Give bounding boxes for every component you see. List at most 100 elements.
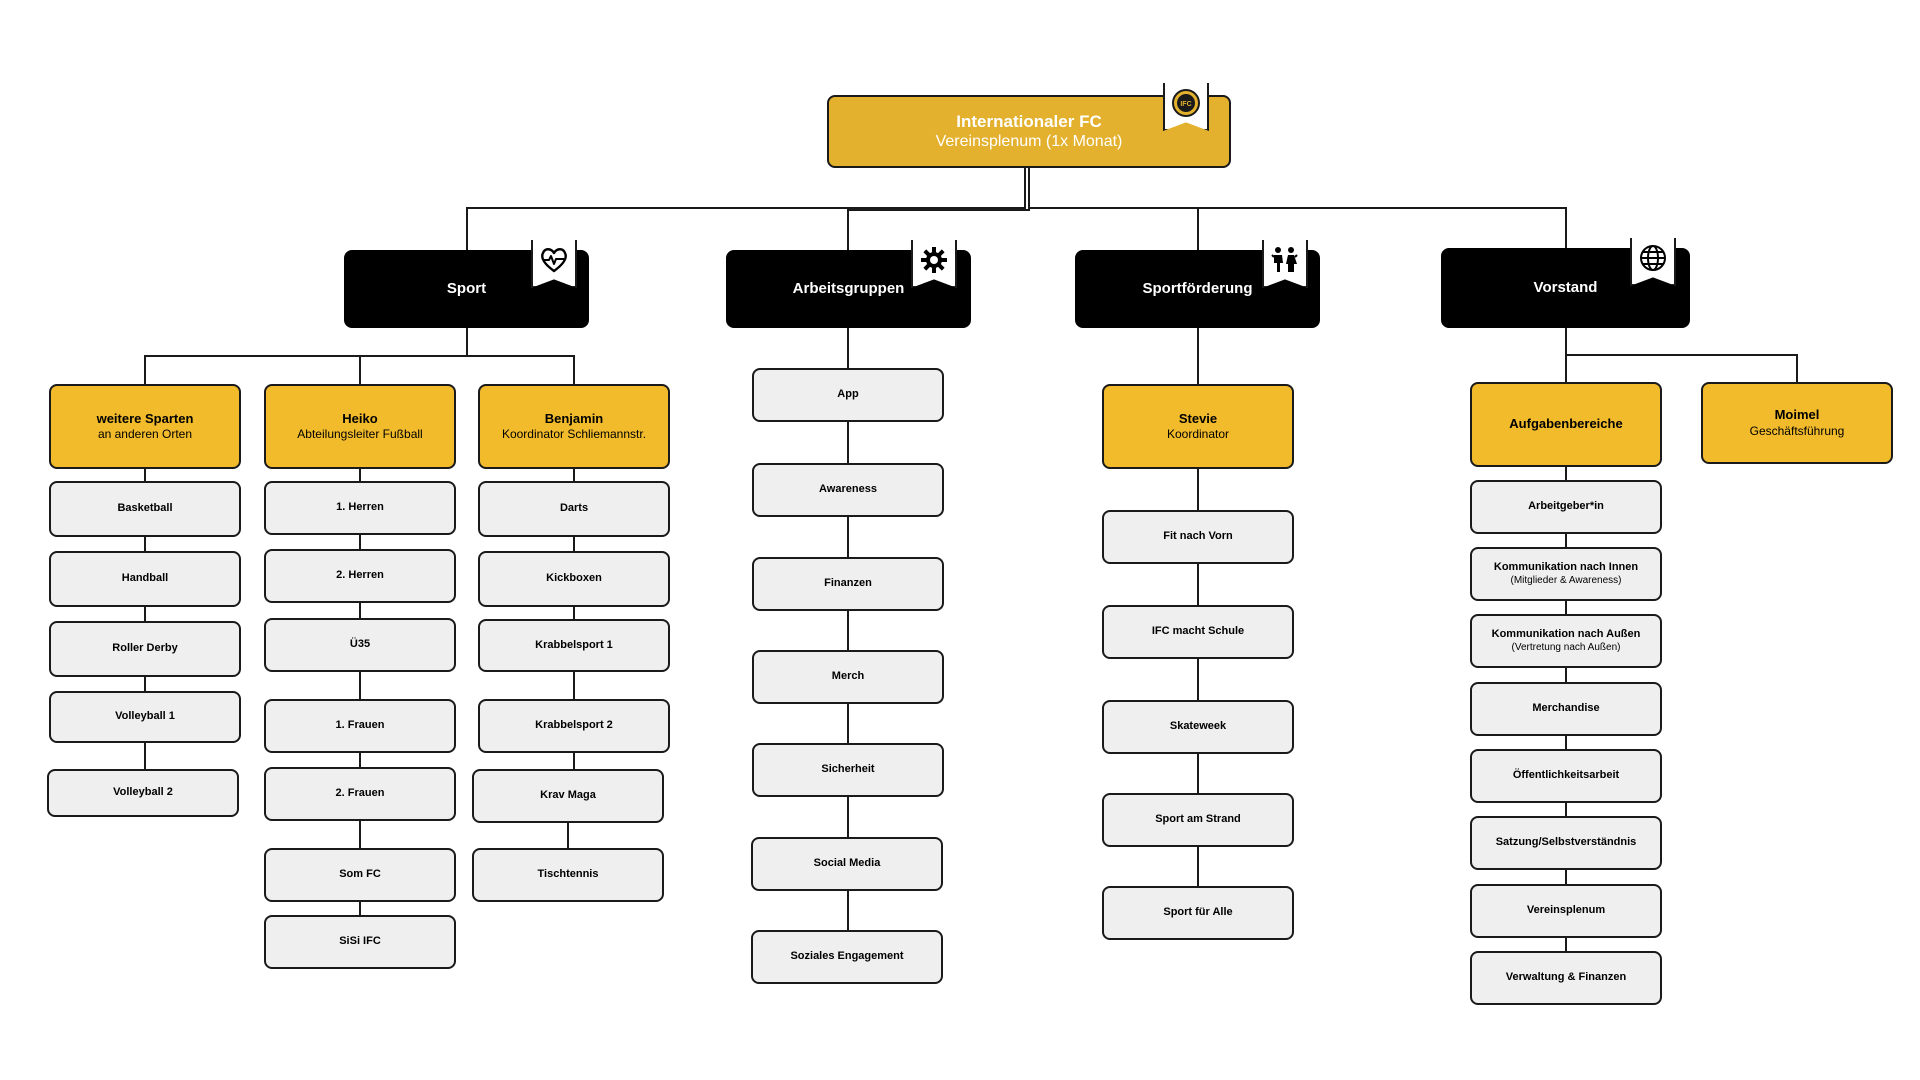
- list-item: Social Media: [751, 837, 943, 891]
- list-item: Fit nach Vorn: [1102, 510, 1294, 564]
- group-weitere-sparten: weitere Sparten an anderen Orten: [49, 384, 241, 469]
- list-item: Kickboxen: [478, 551, 670, 607]
- list-item-label: Social Media: [813, 857, 881, 870]
- list-item: Sport für Alle: [1102, 886, 1294, 940]
- club-logo-icon: IFC: [1172, 89, 1200, 117]
- list-item-label: Sport am Strand: [1155, 813, 1241, 826]
- list-item: Vereinsplenum: [1470, 884, 1662, 938]
- group-title: Benjamin: [544, 410, 604, 426]
- list-item-label: 2. Herren: [336, 569, 384, 582]
- children-icon: [1271, 247, 1298, 272]
- list-item: Skateweek: [1102, 700, 1294, 754]
- list-item: Volleyball 2: [47, 769, 239, 817]
- list-item: Merch: [752, 650, 944, 704]
- list-item-label: Finanzen: [824, 577, 872, 590]
- list-item: IFC macht Schule: [1102, 605, 1294, 659]
- list-item-label: Arbeitgeber*in: [1528, 500, 1604, 513]
- list-item-label: App: [837, 388, 859, 401]
- list-item-label: Ü35: [349, 638, 371, 651]
- list-item-sublabel: (Vertretung nach Außen): [1511, 641, 1621, 653]
- list-item: Tischtennis: [472, 848, 664, 902]
- list-item: Handball: [49, 551, 241, 607]
- list-item-label: 1. Frauen: [335, 719, 385, 732]
- group-benjamin: Benjamin Koordinator Schliemannstr.: [478, 384, 670, 469]
- heart-pulse-icon: [541, 248, 567, 273]
- list-item-label: Soziales Engagement: [790, 950, 904, 963]
- list-item-label: Basketball: [117, 502, 173, 515]
- department-sportfoerderung-label: Sportförderung: [1142, 279, 1253, 297]
- list-item-label: Fit nach Vorn: [1163, 530, 1233, 543]
- list-item: Krabbelsport 2: [478, 699, 670, 753]
- list-item: Verwaltung & Finanzen: [1470, 951, 1662, 1005]
- list-item: Krabbelsport 1: [478, 619, 670, 672]
- list-item-label: Krabbelsport 2: [535, 719, 613, 732]
- list-item-label: Merch: [831, 670, 865, 683]
- group-subtitle: an anderen Orten: [97, 427, 193, 442]
- group-title: Heiko: [342, 410, 378, 426]
- list-item-label: Volleyball 1: [115, 710, 175, 723]
- list-item-label: Satzung/Selbstverständnis: [1495, 836, 1637, 849]
- list-item-label: Vereinsplenum: [1526, 904, 1606, 917]
- gear-icon: [921, 247, 947, 273]
- list-item-label: Sicherheit: [821, 763, 875, 776]
- list-item-label: Verwaltung & Finanzen: [1505, 971, 1627, 984]
- list-item: App: [752, 368, 944, 422]
- group-subtitle: Koordinator: [1166, 427, 1230, 442]
- list-item-label: Sport für Alle: [1163, 906, 1233, 919]
- list-item: Merchandise: [1470, 682, 1662, 736]
- group-title: Moimel: [1774, 407, 1820, 423]
- list-item: Öffentlichkeitsarbeit: [1470, 749, 1662, 803]
- list-item: Soziales Engagement: [751, 930, 943, 984]
- list-item-label: Krabbelsport 1: [535, 638, 613, 651]
- group-moimel: Moimel Geschäftsführung: [1701, 382, 1893, 464]
- list-item: Krav Maga: [472, 769, 664, 823]
- group-subtitle: Koordinator Schliemannstr.: [501, 427, 647, 442]
- list-item-label: IFC macht Schule: [1151, 625, 1245, 638]
- list-item-label: Handball: [121, 572, 169, 585]
- list-item-label: Kommunikation nach Außen: [1491, 627, 1641, 640]
- list-item: Volleyball 1: [49, 691, 241, 743]
- list-item-label: Kickboxen: [546, 572, 602, 585]
- list-item-label: Kommunikation nach Innen: [1493, 560, 1639, 573]
- list-item: Awareness: [752, 463, 944, 517]
- list-item-label: Öffentlichkeitsarbeit: [1512, 769, 1620, 782]
- list-item-label: Volleyball 2: [113, 786, 173, 799]
- list-item: Som FC: [264, 848, 456, 902]
- root-subtitle: Vereinsplenum (1x Monat): [935, 133, 1123, 151]
- list-item: Kommunikation nach Innen (Mitglieder & A…: [1470, 547, 1662, 601]
- list-item: Sicherheit: [752, 743, 944, 797]
- list-item-label: 1. Herren: [336, 501, 384, 514]
- list-item: SiSi IFC: [264, 915, 456, 969]
- root-node: Internationaler FC Vereinsplenum (1x Mon…: [827, 95, 1231, 168]
- group-aufgabenbereiche: Aufgabenbereiche: [1470, 382, 1662, 467]
- list-item-sublabel: (Mitglieder & Awareness): [1510, 574, 1622, 586]
- list-item-label: Som FC: [339, 868, 381, 881]
- group-title: Stevie: [1178, 410, 1218, 426]
- list-item: Kommunikation nach Außen (Vertretung nac…: [1470, 614, 1662, 668]
- list-item-label: Darts: [559, 502, 589, 515]
- list-item-label: Merchandise: [1532, 702, 1600, 715]
- list-item: Roller Derby: [49, 621, 241, 677]
- list-item: 2. Herren: [264, 549, 456, 603]
- group-subtitle: Abteilungsleiter Fußball: [297, 427, 423, 442]
- list-item-label: Roller Derby: [112, 642, 178, 655]
- list-item: Sport am Strand: [1102, 793, 1294, 847]
- list-item-label: SiSi IFC: [339, 935, 381, 948]
- list-item: Satzung/Selbstverständnis: [1470, 816, 1662, 870]
- list-item: 1. Herren: [264, 481, 456, 535]
- list-item: 1. Frauen: [264, 699, 456, 753]
- department-vorstand-label: Vorstand: [1533, 278, 1598, 296]
- list-item: Ü35: [264, 618, 456, 672]
- group-title: weitere Sparten: [96, 410, 194, 426]
- root-title: Internationaler FC: [956, 111, 1102, 131]
- list-item: 2. Frauen: [264, 767, 456, 821]
- group-subtitle: Geschäftsführung: [1749, 423, 1845, 438]
- list-item: Finanzen: [752, 557, 944, 611]
- department-arbeitsgruppen-label: Arbeitsgruppen: [792, 279, 905, 297]
- group-title: Aufgabenbereiche: [1509, 416, 1623, 432]
- arbeitsgruppen-badge: [911, 240, 957, 288]
- list-item: Darts: [478, 481, 670, 537]
- list-item: Basketball: [49, 481, 241, 537]
- list-item-label: 2. Frauen: [335, 787, 385, 800]
